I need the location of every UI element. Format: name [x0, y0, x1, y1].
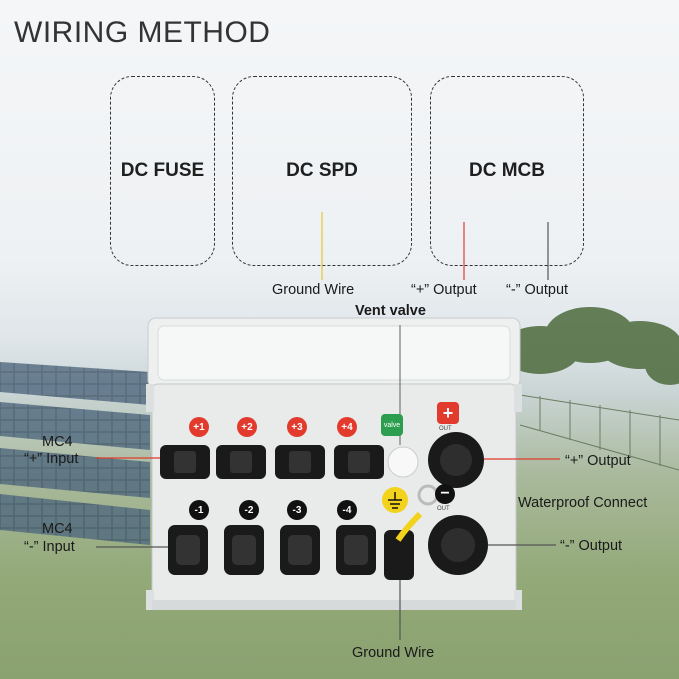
negative-input-2-badge: -2	[239, 500, 259, 520]
negative-output-icon: −	[435, 484, 455, 504]
minus-output-right-label: “-” Output	[560, 538, 623, 554]
solar-panel-array	[0, 362, 150, 545]
tree-line	[500, 307, 679, 385]
mc4-plus-input-label-line1: MC4	[42, 434, 73, 450]
dc-fuse-label: DC FUSE	[120, 160, 205, 181]
negative-input-1-badge: -1	[189, 500, 209, 520]
negative-input-3-badge: -3	[287, 500, 307, 520]
ground-wire-bottom-label: Ground Wire	[352, 645, 435, 661]
fence	[519, 394, 679, 471]
mc4-negative-connectors	[168, 525, 376, 575]
mc4-plus-input-label-line2: “+” Input	[24, 451, 79, 467]
dc-mcb-label: DC MCB	[469, 160, 545, 181]
page-title: WIRING METHOD	[14, 16, 271, 49]
mc4-positive-connectors	[160, 445, 384, 479]
positive-input-1-badge: +1	[189, 417, 209, 437]
positive-out-tag: OUT	[439, 426, 452, 432]
waterproof-connect-label: Waterproof Connect	[518, 495, 648, 511]
vent-valve	[387, 446, 419, 478]
positive-input-3-badge: +3	[287, 417, 307, 437]
valve-badge: valve	[381, 414, 403, 436]
cable-glands	[384, 432, 488, 580]
negative-input-4-badge: -4	[337, 500, 357, 520]
positive-output-icon: +	[437, 402, 459, 424]
vent-valve-label: Vent valve	[355, 303, 426, 319]
mc4-minus-input-label-line2: “-” Input	[24, 539, 75, 555]
negative-out-tag: OUT	[437, 506, 450, 512]
positive-input-2-badge: +2	[237, 417, 257, 437]
positive-input-4-badge: +4	[337, 417, 357, 437]
dc-mcb-box	[430, 76, 584, 266]
dc-fuse-box	[110, 76, 215, 266]
plus-output-right-label: “+” Output	[565, 453, 631, 469]
mc4-minus-input-label-line1: MC4	[42, 521, 73, 537]
dc-spd-label: DC SPD	[286, 160, 358, 181]
plus-output-top-label: “+” Output	[411, 282, 477, 298]
minus-output-top-label: “-” Output	[506, 282, 569, 298]
ground-wire-top-label: Ground Wire	[272, 282, 355, 298]
